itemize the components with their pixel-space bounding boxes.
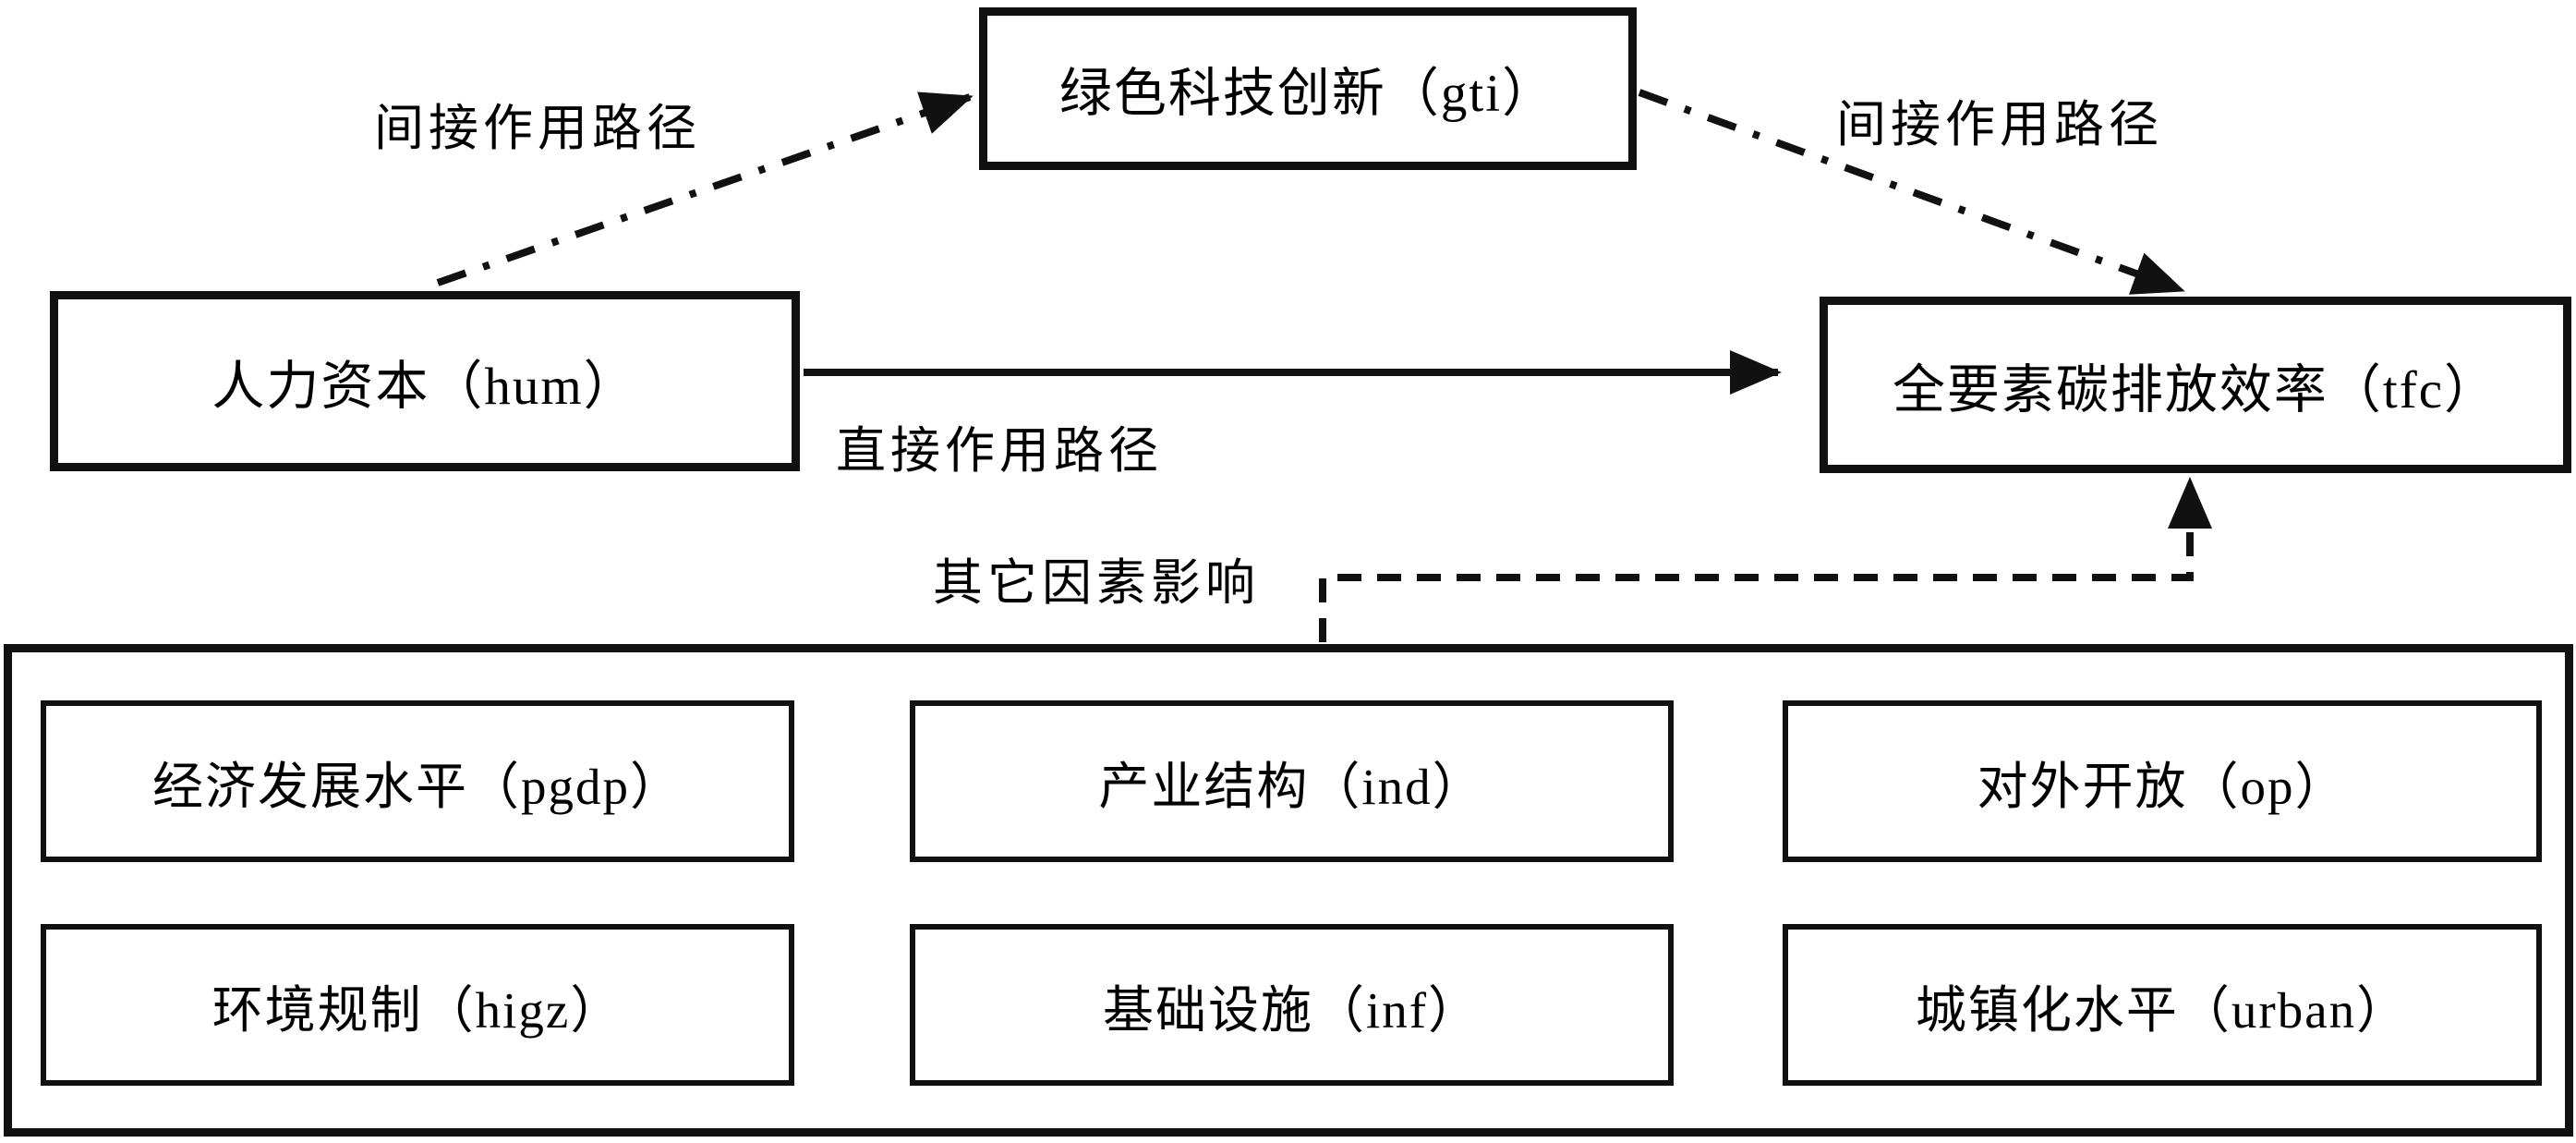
node-green-tech-innovation-label: 绿色科技创新（gti）	[1058, 65, 1557, 123]
node-infrastructure-label: 基础设施（inf）	[1102, 981, 1482, 1039]
node-infrastructure: 基础设施（inf）	[910, 924, 1674, 1086]
edge-indirect-gti-tfc	[1638, 89, 2185, 295]
label-other-factors: 其它因素影响	[933, 555, 1260, 611]
label-indirect-path-right: 间接作用路径	[1836, 97, 2163, 152]
node-urbanization-level: 城镇化水平（urban）	[1783, 924, 2542, 1086]
node-industrial-structure: 产业结构（ind）	[910, 700, 1674, 862]
node-economic-development-level: 经济发展水平（pgdp）	[41, 700, 794, 862]
node-total-factor-carbon-efficiency-label: 全要素碳排放效率（tfc）	[1892, 360, 2499, 420]
node-environmental-regulation: 环境规制（higz）	[41, 924, 794, 1086]
node-green-tech-innovation: 绿色科技创新（gti）	[979, 7, 1637, 170]
node-opening-up-label: 对外开放（op）	[1977, 758, 2348, 815]
node-human-capital-label: 人力资本（hum）	[212, 357, 638, 416]
node-economic-development-level-label: 经济发展水平（pgdp）	[151, 758, 683, 815]
edge-other-factors-tfc	[1319, 477, 2212, 642]
node-urbanization-level-label: 城镇化水平（urban）	[1915, 981, 2410, 1039]
node-total-factor-carbon-efficiency: 全要素碳排放效率（tfc）	[1820, 297, 2571, 473]
node-industrial-structure-label: 产业结构（ind）	[1098, 758, 1485, 815]
label-direct-path: 直接作用路径	[836, 423, 1163, 479]
node-human-capital: 人力资本（hum）	[50, 291, 800, 471]
edge-indirect-hum-gti	[436, 91, 974, 286]
node-opening-up: 对外开放（op）	[1783, 700, 2542, 862]
label-indirect-path-left: 间接作用路径	[374, 101, 701, 156]
node-environmental-regulation-label: 环境规制（higz）	[212, 981, 623, 1039]
